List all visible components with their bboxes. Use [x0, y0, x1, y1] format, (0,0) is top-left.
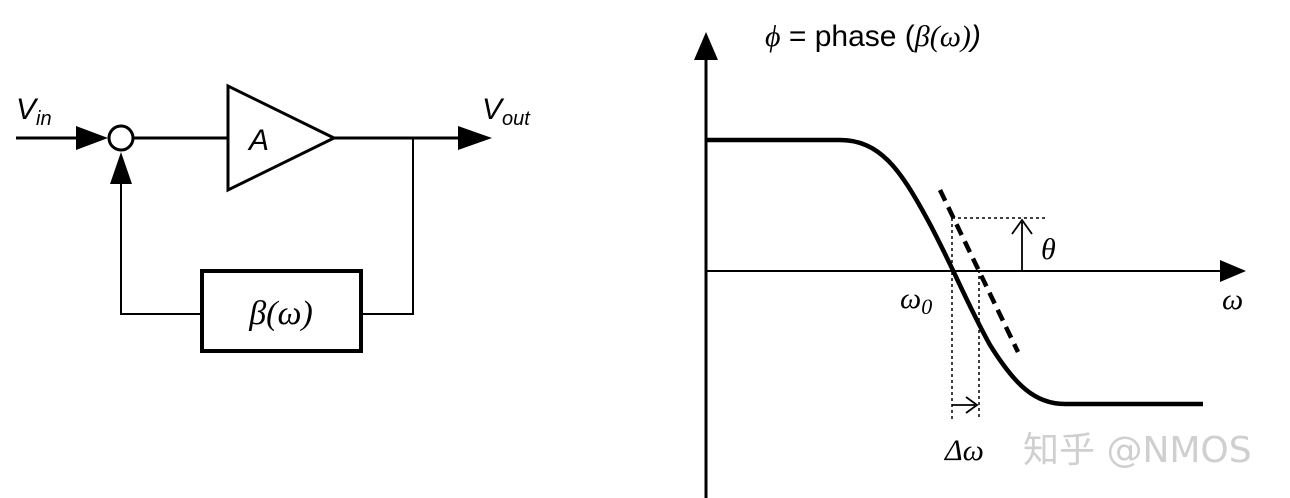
vout-label: Vout: [482, 93, 531, 130]
theta-arrowhead: [1011, 218, 1033, 235]
theta-label: θ: [1041, 233, 1056, 266]
amplifier-label: A: [247, 124, 269, 157]
summing-junction: [107, 124, 135, 152]
amplifier-triangle: [226, 83, 338, 193]
y-axis-arrowhead: [694, 32, 718, 60]
delta-omega-label: Δω: [944, 434, 984, 467]
feedback-arrowhead: [110, 152, 132, 184]
phase-curve: [706, 137, 1203, 407]
watermark-text: 知乎 @NMOS: [1023, 430, 1252, 471]
feedback-block: [200, 269, 363, 353]
x-axis-label: ω: [1222, 283, 1243, 316]
phase-title: ϕ = phase (β(ω)): [765, 20, 981, 53]
feedback-left-wire: [120, 182, 202, 315]
feedback-right-wire: [361, 138, 414, 315]
delta-omega-arrowhead: [965, 396, 979, 414]
feedback-label: β(ω): [248, 295, 313, 332]
output-arrowhead: [458, 126, 492, 150]
phase-plot: ϕ = phase (β(ω)) ω θ ω0 Δω: [694, 20, 1246, 498]
feedback-block-diagram: Vin A Vout β(ω): [16, 83, 531, 353]
x-axis-arrowhead: [1220, 260, 1246, 282]
vin-label: Vin: [16, 93, 52, 130]
shifted-tangent-line: [937, 189, 1021, 353]
input-arrowhead: [76, 126, 108, 150]
omega0-label: ω0: [900, 282, 932, 319]
